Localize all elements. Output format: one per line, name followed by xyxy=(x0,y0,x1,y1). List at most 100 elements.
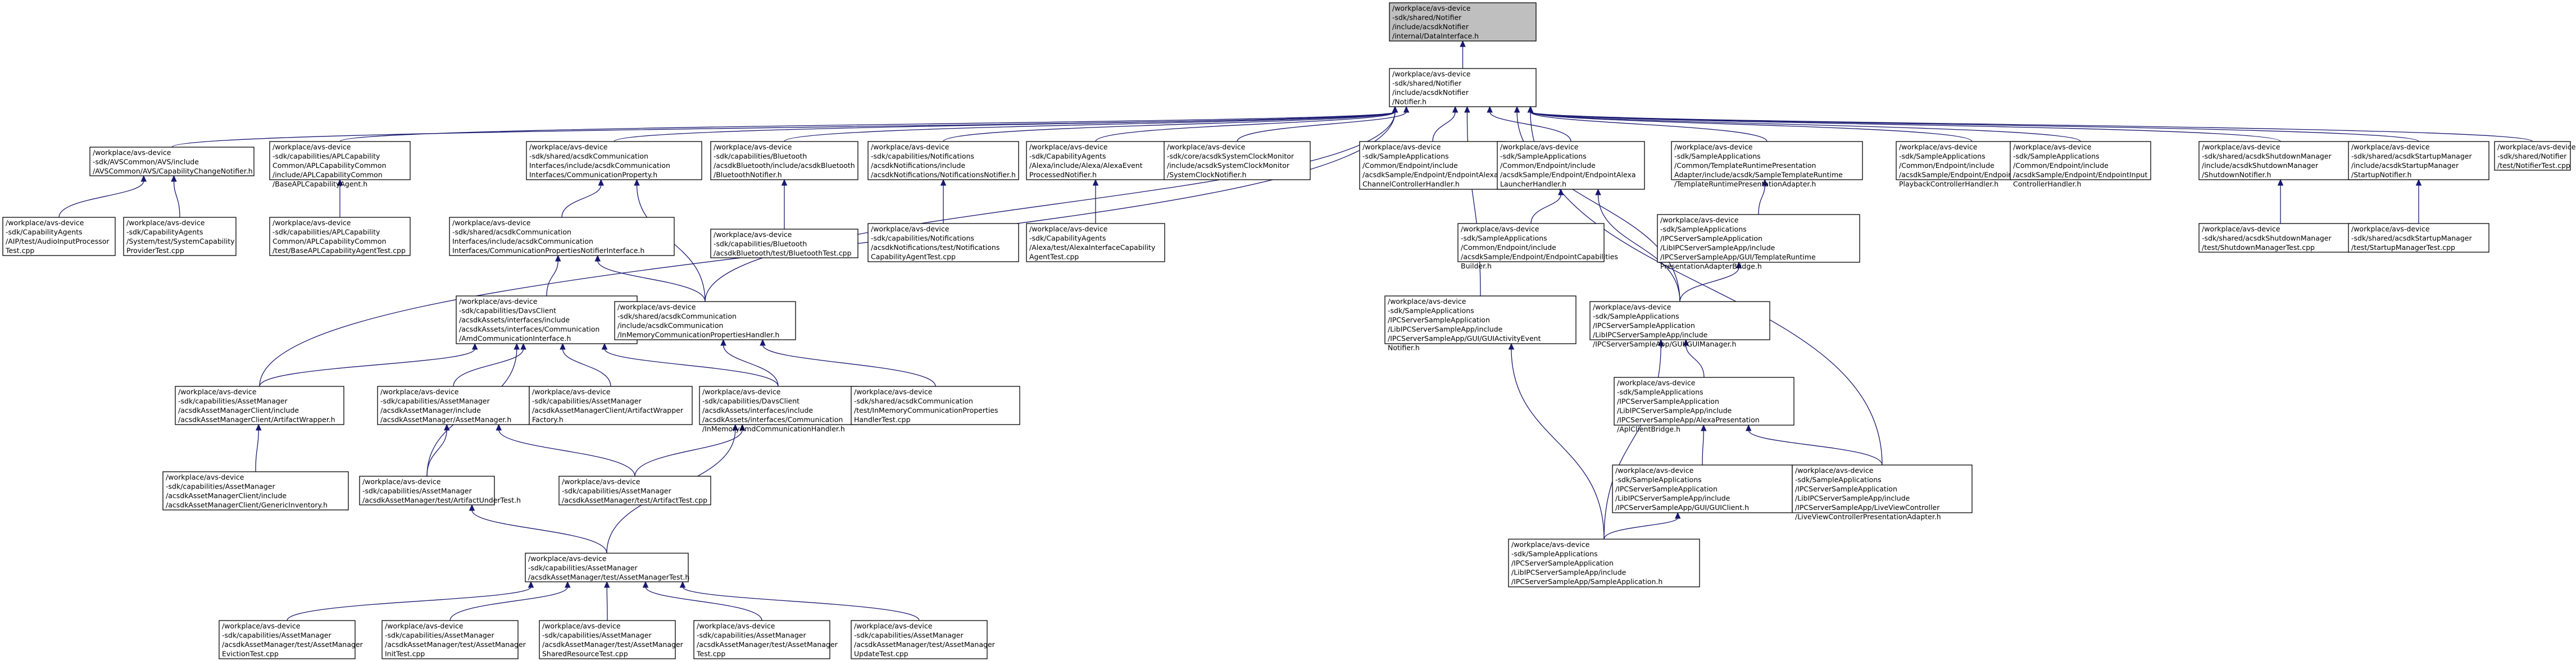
node-label-line: -sdk/SampleApplications xyxy=(1660,225,1747,234)
node-epcapbuilder[interactable]: /workplace/avs-device-sdk/SampleApplicat… xyxy=(1457,223,1618,270)
edge-arrowhead xyxy=(514,343,520,350)
node-liveview[interactable]: /workplace/avs-device-sdk/SampleApplicat… xyxy=(1792,464,1973,521)
node-label-line: /IPCServerSampleApplication xyxy=(1593,321,1695,330)
node-artifacttest[interactable]: /workplace/avs-device-sdk/capabilities/A… xyxy=(558,476,711,505)
node-evictiontest[interactable]: /workplace/avs-device-sdk/capabilities/A… xyxy=(219,620,364,659)
node-inittest[interactable]: /workplace/avs-device-sdk/capabilities/A… xyxy=(381,620,526,659)
node-label-line: /test/BaseAPLCapabilityAgentTest.cpp xyxy=(272,247,406,255)
node-root[interactable]: /workplace/avs-device-sdk/shared/Notifie… xyxy=(1389,2,1537,42)
node-label-line: /workplace/avs-device xyxy=(1029,225,1108,233)
node-aplcap[interactable]: /workplace/avs-device-sdk/capabilities/A… xyxy=(269,141,411,188)
node-box xyxy=(558,476,711,505)
node-artifactundertest[interactable]: /workplace/avs-device-sdk/capabilities/A… xyxy=(359,476,521,505)
node-label-line: /BluetoothNotifier.h xyxy=(714,171,782,179)
edge-arrowhead xyxy=(598,179,605,186)
node-amtestcpp[interactable]: /workplace/avs-device-sdk/capabilities/A… xyxy=(693,620,838,659)
node-label-line: -sdk/capabilities/AssetManager xyxy=(542,631,652,640)
node-label-line: /IPCServerSampleApp/AlexaPresentation xyxy=(1617,416,1760,424)
node-genericinv[interactable]: /workplace/avs-device-sdk/capabilities/A… xyxy=(162,471,349,510)
edge-audioinput-to-capchange xyxy=(58,180,144,218)
node-label-line: /LibIPCServerSampleApp/include xyxy=(1617,407,1732,415)
node-templatebridge[interactable]: /workplace/avs-device-sdk/SampleApplicat… xyxy=(1657,214,1860,271)
node-label-line: /acsdkNotifications/NotificationsNotifie… xyxy=(871,171,1016,179)
edge-arrowhead xyxy=(337,179,343,186)
node-label-line: /include/acsdkCommunication xyxy=(617,321,723,330)
node-baseapltest[interactable]: /workplace/avs-device-sdk/capabilities/A… xyxy=(269,217,411,256)
node-guimanager[interactable]: /workplace/avs-device-sdk/SampleApplicat… xyxy=(1589,301,1770,348)
node-startuptest[interactable]: /workplace/avs-device-sdk/shared/acsdkSt… xyxy=(2348,223,2489,253)
node-guiactivity[interactable]: /workplace/avs-device-sdk/SampleApplicat… xyxy=(1384,295,1577,352)
node-box xyxy=(539,620,676,659)
node-box xyxy=(123,217,237,256)
edge-arrowhead xyxy=(1452,106,1459,113)
node-amdcomm[interactable]: /workplace/avs-device-sdk/capabilities/D… xyxy=(456,295,638,344)
edge-arrowhead xyxy=(679,581,686,588)
node-sharedrestest[interactable]: /workplace/avs-device-sdk/capabilities/A… xyxy=(539,620,684,659)
node-label-line: /BaseAPLCapabilityAgent.h xyxy=(272,180,367,188)
node-label-line: HandlerTest.cpp xyxy=(854,416,911,424)
node-assetmgrtest[interactable]: /workplace/avs-device-sdk/capabilities/A… xyxy=(525,553,689,582)
node-sampleapp[interactable]: /workplace/avs-device-sdk/SampleApplicat… xyxy=(1508,539,1700,587)
edge-arrowhead xyxy=(140,175,147,182)
node-label-line: /acsdkAssetManager/test/ArtifactUnderTes… xyxy=(362,496,521,504)
node-sysclock[interactable]: /workplace/avs-device-sdk/core/acsdkSyst… xyxy=(1164,141,1311,180)
node-label-line: Test.cpp xyxy=(696,650,725,658)
node-alexaevent[interactable]: /workplace/avs-device-sdk/CapabilityAgen… xyxy=(1026,141,1165,180)
node-syscaptest[interactable]: /workplace/avs-device-sdk/CapabilityAgen… xyxy=(123,217,237,256)
node-updatetest[interactable]: /workplace/avs-device-sdk/capabilities/A… xyxy=(851,620,996,659)
node-box xyxy=(1792,464,1973,513)
node-templaterun[interactable]: /workplace/avs-device-sdk/SampleApplicat… xyxy=(1671,141,1863,188)
node-startup[interactable]: /workplace/avs-device-sdk/shared/acsdkSt… xyxy=(2348,141,2489,180)
node-channelctrl[interactable]: /workplace/avs-device-sdk/SampleApplicat… xyxy=(1359,141,1506,190)
edge-arrowhead xyxy=(520,343,526,350)
node-assetmanager[interactable]: /workplace/avs-device-sdk/capabilities/A… xyxy=(377,386,530,425)
node-label-line: /IPCServerSampleApplication xyxy=(1795,485,1897,493)
edge-arrowhead xyxy=(940,179,947,186)
node-btnotifier[interactable]: /workplace/avs-device-sdk/capabilities/B… xyxy=(710,141,858,180)
edge-arrowhead xyxy=(469,504,475,511)
node-commpropnotif[interactable]: /workplace/avs-device-sdk/shared/acsdkCo… xyxy=(449,217,675,256)
node-notiftest[interactable]: /workplace/avs-device-sdk/capabilities/N… xyxy=(867,223,1019,262)
node-label-line: -sdk/shared/acsdkStartupManager xyxy=(2351,234,2472,243)
node-alexacaptest[interactable]: /workplace/avs-device-sdk/CapabilityAgen… xyxy=(1026,223,1165,262)
node-label-line: -sdk/capabilities/AssetManager xyxy=(385,631,494,640)
node-label-line: /workplace/avs-device xyxy=(532,388,611,396)
node-guiclient[interactable]: /workplace/avs-device-sdk/SampleApplicat… xyxy=(1612,464,1793,513)
node-inputctrl[interactable]: /workplace/avs-device-sdk/SampleApplicat… xyxy=(2010,141,2151,188)
node-label-line: SharedResourceTest.cpp xyxy=(542,650,628,658)
node-wrapperfactory[interactable]: /workplace/avs-device-sdk/capabilities/A… xyxy=(529,386,693,425)
node-audioinput[interactable]: /workplace/avs-device-sdk/CapabilityAgen… xyxy=(2,217,116,256)
node-label-line: /AmdCommunicationInterface.h xyxy=(459,334,571,343)
node-commprop[interactable]: /workplace/avs-device-sdk/shared/acsdkCo… xyxy=(526,141,702,180)
node-label-line: /LibIPCServerSampleApp/include xyxy=(1615,494,1730,503)
node-label-line: /workplace/avs-device xyxy=(714,230,792,239)
node-inmemamd[interactable]: /workplace/avs-device-sdk/capabilities/D… xyxy=(699,386,857,433)
node-notifiertest[interactable]: /workplace/avs-device-sdk/shared/Notifie… xyxy=(2494,141,2576,171)
node-label-line: /workplace/avs-device xyxy=(542,622,621,630)
node-label-line: /IPCServerSampleApplication xyxy=(1617,397,1719,405)
edge-arrowhead xyxy=(496,423,502,431)
edge-inmemamd-to-amdcomm xyxy=(604,348,779,387)
node-bttest[interactable]: /workplace/avs-device-sdk/capabilities/B… xyxy=(710,229,858,258)
node-inmemhandler[interactable]: /workplace/avs-device-sdk/shared/acsdkCo… xyxy=(614,301,796,340)
edge-arrowhead xyxy=(739,423,746,431)
node-notifnotifier[interactable]: /workplace/avs-device-sdk/capabilities/N… xyxy=(867,141,1019,180)
node-capchange[interactable]: /workplace/avs-device-sdk/AVSCommon/AVS/… xyxy=(89,147,255,176)
edge-arrowhead xyxy=(2277,179,2284,186)
edge-launcher-to-notifier xyxy=(1489,111,1571,142)
node-label-line: /acsdkSample/Endpoint/EndpointCapabiliti… xyxy=(1461,253,1618,261)
node-label-line: -sdk/SampleApplications xyxy=(1500,152,1587,161)
node-notifier[interactable]: /workplace/avs-device-sdk/shared/Notifie… xyxy=(1389,68,1537,107)
node-shutdown[interactable]: /workplace/avs-device-sdk/shared/acsdkSh… xyxy=(2198,141,2363,180)
node-launcher[interactable]: /workplace/avs-device-sdk/SampleApplicat… xyxy=(1497,141,1645,190)
node-box xyxy=(269,217,411,256)
node-shutdowntest[interactable]: /workplace/avs-device-sdk/shared/acsdkSh… xyxy=(2198,223,2363,253)
node-alexapresbridge[interactable]: /workplace/avs-device-sdk/SampleApplicat… xyxy=(1614,377,1794,434)
edge-arrowhead xyxy=(1508,343,1515,350)
node-inmemtest[interactable]: /workplace/avs-device-sdk/shared/acsdkCo… xyxy=(851,386,1020,425)
node-artifactwrapper[interactable]: /workplace/avs-device-sdk/capabilities/A… xyxy=(175,386,344,425)
node-box xyxy=(359,476,495,505)
node-box xyxy=(1612,464,1793,513)
node-label-line: /IPCServerSampleApplication xyxy=(1511,559,1614,567)
